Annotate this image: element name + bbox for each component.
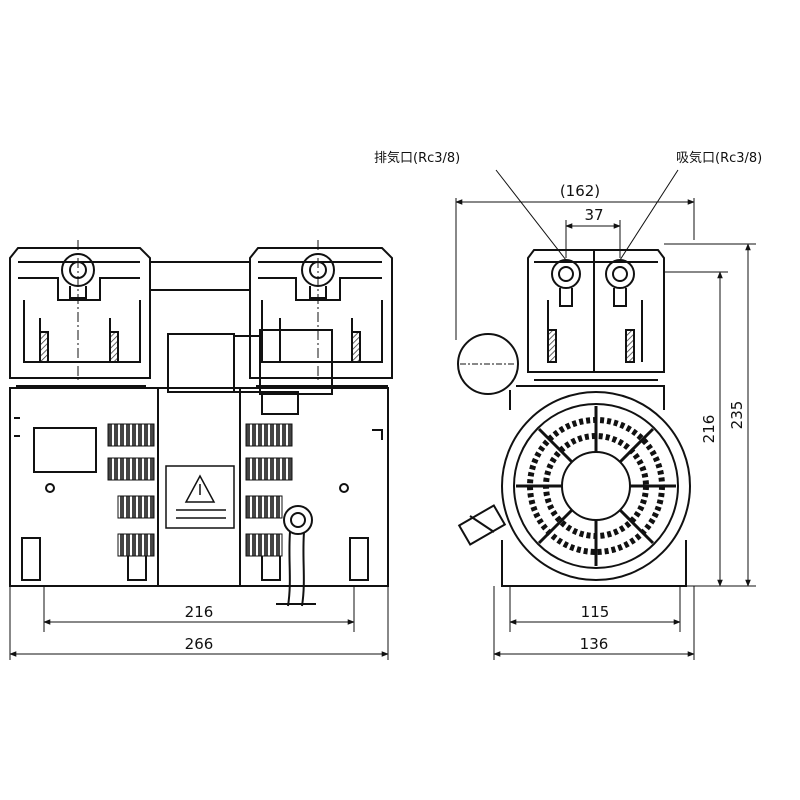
- side-dim-height-inner-label: 216: [700, 415, 718, 444]
- front-vent-grills: [107, 423, 293, 557]
- side-top-dimension-lines: [455, 198, 695, 340]
- intake-port-icon: [605, 259, 635, 307]
- side-dim-top-outer-label: (162): [560, 182, 600, 200]
- intake-port-label: 吸気口(Rc3/8): [676, 150, 762, 166]
- cable-gland-icon: [276, 505, 316, 607]
- front-housing: [9, 387, 389, 587]
- front-view: 216 266: [9, 240, 393, 660]
- side-housing: [501, 385, 687, 587]
- front-dimension-lines: [9, 586, 389, 660]
- side-view: 排気口(Rc3/8) 吸気口(Rc3/8) (162) 37 216 235: [374, 150, 762, 660]
- port-leader-lines: [495, 169, 679, 261]
- side-dim-top-inner-label: 37: [584, 206, 603, 224]
- side-vertical-dimension-lines: [664, 243, 756, 587]
- side-cylinder-heads: [527, 249, 665, 381]
- side-bottom-dimension-lines: [493, 586, 695, 660]
- front-dim-inner-label: 216: [185, 603, 214, 621]
- side-dim-height-outer-label: 235: [728, 401, 746, 430]
- left-cylinder-head: [9, 247, 151, 387]
- motor-cap-icon: [457, 333, 519, 395]
- crossbar: [149, 261, 333, 415]
- front-dim-outer-label: 266: [185, 635, 214, 653]
- side-dim-bottom-outer-label: 136: [580, 635, 609, 653]
- left-fitting-icon: [61, 240, 95, 380]
- right-fitting-icon: [301, 240, 335, 380]
- side-dim-bottom-inner-label: 115: [581, 603, 610, 621]
- side-cable-gland-icon: [457, 504, 507, 546]
- fan-guard-icon: [501, 391, 691, 581]
- warning-label-icon: [165, 465, 235, 529]
- exhaust-port-label: 排気口(Rc3/8): [374, 150, 460, 166]
- exhaust-port-icon: [551, 259, 581, 307]
- right-cylinder-head: [249, 247, 393, 387]
